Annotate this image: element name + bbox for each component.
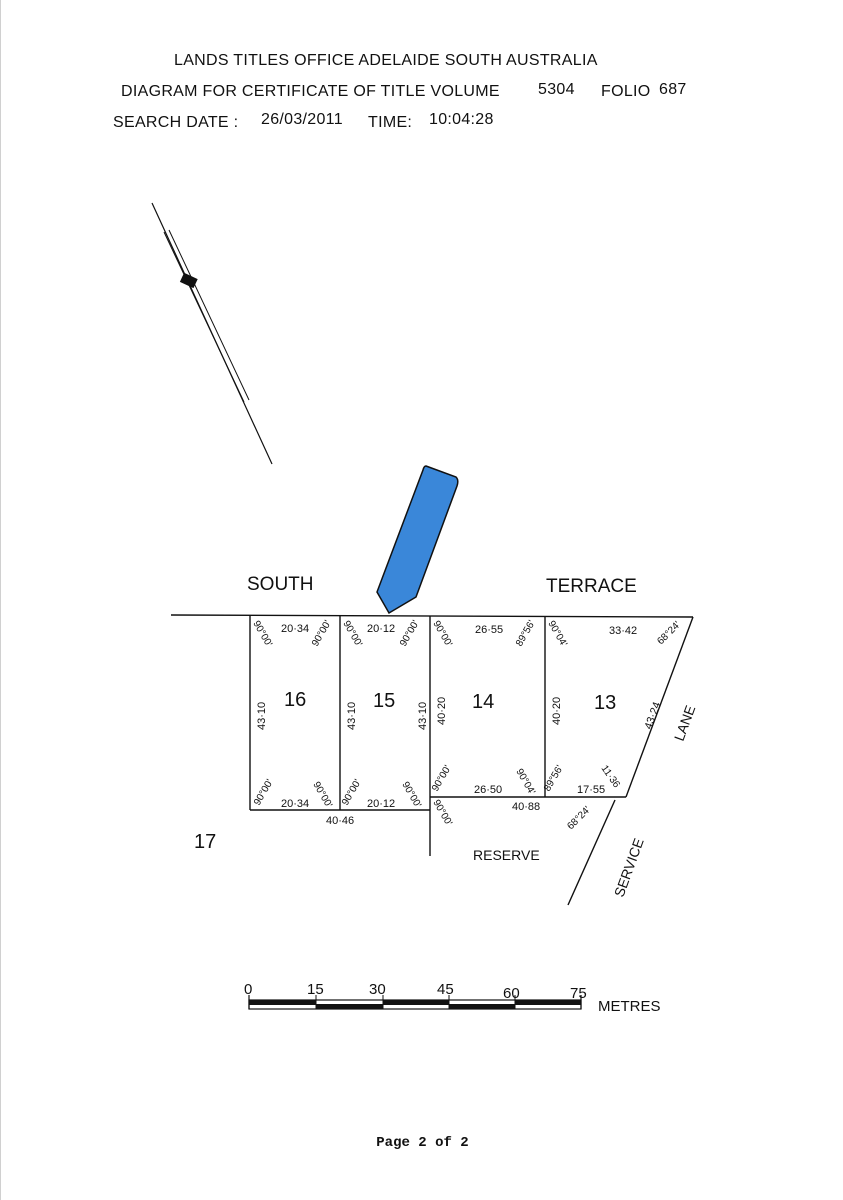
- street-label-service: SERVICE: [611, 836, 647, 899]
- angle-15-tr: 90°00': [398, 619, 422, 649]
- angle-13-tl: 90°04': [545, 619, 569, 649]
- dim-15-side-left: 43·10: [346, 702, 358, 730]
- folio-label: FOLIO: [601, 83, 651, 100]
- scale-unit: METRES: [598, 998, 661, 1015]
- angle-16-bl: 90°00': [252, 778, 276, 808]
- dim-16-side: 43·10: [256, 702, 268, 730]
- office-title: LANDS TITLES OFFICE ADELAIDE SOUTH AUSTR…: [174, 52, 598, 69]
- scale-tick-75: 75: [570, 985, 587, 1002]
- dim-16-bottom: 20·34: [281, 798, 309, 810]
- dim-14-bottom: 26·50: [474, 784, 502, 796]
- street-label-lane: LANE: [671, 703, 699, 743]
- north-arrow-icon: [151, 202, 273, 465]
- dim-13-side: 40·20: [551, 697, 563, 725]
- lot-number-15: 15: [373, 690, 395, 712]
- angle-16-tr: 90°00': [310, 619, 334, 649]
- marker-shape: [376, 465, 459, 615]
- lot-number-14: 14: [472, 691, 494, 713]
- time-label: TIME:: [368, 114, 413, 131]
- diagram-title-label: DIAGRAM FOR CERTIFICATE OF TITLE VOLUME: [121, 83, 500, 100]
- dim-15-bottom: 20·12: [367, 798, 395, 810]
- scale-bar: 0 15 30 45 60 75 METRES: [244, 981, 661, 1015]
- angle-service: 68°24': [565, 804, 593, 832]
- angle-14-bl: 90°00': [430, 764, 454, 794]
- time-value: 10:04:28: [429, 111, 494, 128]
- scale-tick-30: 30: [369, 981, 386, 998]
- dim-lane-side: 43·24: [643, 700, 664, 731]
- lot-number-17: 17: [194, 831, 216, 853]
- angle-15-tl: 90°00': [340, 619, 364, 649]
- scale-tick-45: 45: [437, 981, 454, 998]
- boundary-lines: [170, 614, 694, 906]
- lot-number-16: 16: [284, 689, 306, 711]
- angle-14-tr: 89°56': [514, 619, 538, 649]
- search-date-label: SEARCH DATE :: [113, 114, 239, 131]
- angle-15-bl: 90°00': [340, 778, 364, 808]
- dim-total-left: 40·46: [326, 815, 354, 827]
- angle-13-tr: 68°24': [655, 619, 683, 647]
- angle-reserve: 90°00': [430, 798, 454, 828]
- angle-14-tl: 90°00': [430, 619, 454, 649]
- street-label-south: SOUTH: [247, 574, 314, 595]
- street-label-terrace: TERRACE: [546, 576, 637, 597]
- dim-13-bottom: 17·55: [577, 784, 605, 796]
- dim-total-right: 40·88: [512, 801, 540, 813]
- scale-tick-0: 0: [244, 981, 252, 998]
- search-date-value: 26/03/2011: [261, 111, 343, 128]
- dim-16-top: 20·34: [281, 623, 309, 635]
- dim-15-top: 20·12: [367, 623, 395, 635]
- angle-14-br: 90°04': [513, 767, 537, 797]
- location-marker-icon: [376, 465, 459, 615]
- dim-14-top: 26·55: [475, 624, 503, 636]
- folio-number: 687: [659, 81, 687, 98]
- scale-tick-60: 60: [503, 985, 520, 1002]
- page-footer: Page 2 of 2: [376, 1135, 469, 1151]
- angle-16-br: 90°00': [310, 780, 334, 810]
- dim-15-side-right: 43·10: [417, 702, 429, 730]
- dim-13-top: 33·42: [609, 625, 637, 637]
- reserve-label: RESERVE: [473, 847, 540, 863]
- lot-number-13: 13: [594, 692, 616, 714]
- volume-number: 5304: [538, 81, 575, 98]
- scale-tick-15: 15: [307, 981, 324, 998]
- dim-14-side: 40·20: [436, 697, 448, 725]
- angle-15-br: 90°00': [399, 780, 423, 810]
- angle-16-tl: 90°00': [250, 619, 274, 649]
